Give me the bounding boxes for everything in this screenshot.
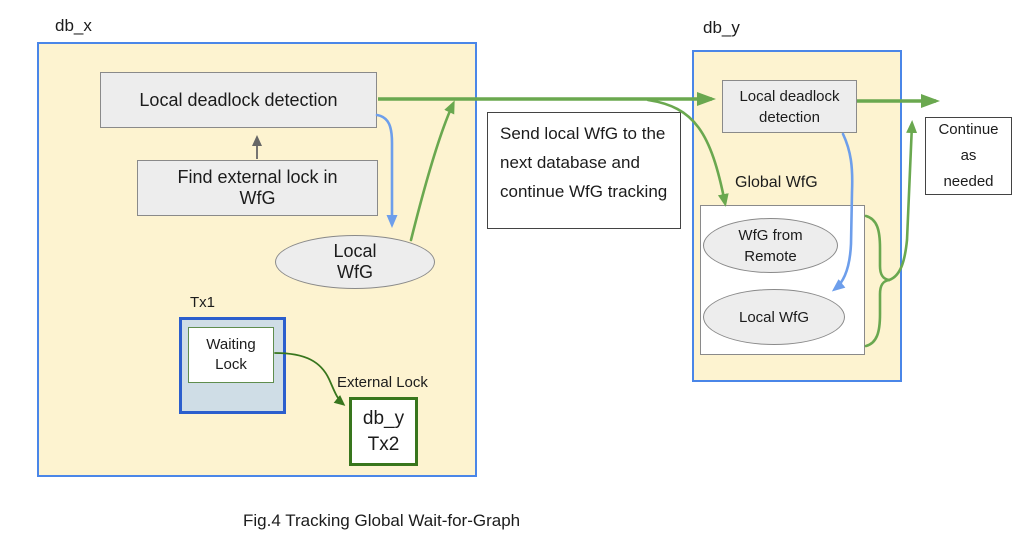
external-lock-target-label: db_y Tx2 (362, 407, 405, 455)
db-x-find-external-lock-node: Find external lock in WfG (137, 160, 378, 216)
external-lock-title: External Lock (337, 374, 428, 391)
db-x-title: db_x (55, 16, 92, 35)
waiting-lock-label: Waiting Lock (206, 335, 256, 373)
db-x-find-external-lock-label: Find external lock in WfG (177, 167, 338, 208)
continue-as-needed-text: Continue as needed (938, 121, 999, 190)
wfg-from-remote-label: WfG from Remote (738, 226, 803, 265)
external-lock-target-node: db_y Tx2 (349, 397, 418, 466)
db-x-local-wfg-label: Local WfG (333, 241, 377, 282)
db-y-local-wfg-ellipse: Local WfG (703, 289, 845, 345)
global-wfg-title: Global WfG (735, 174, 818, 191)
send-wfg-note-text: Send local WfG to the next database and … (500, 124, 668, 201)
wfg-from-remote-ellipse: WfG from Remote (703, 218, 838, 273)
db-y-local-wfg-label: Local WfG (738, 308, 810, 326)
db-x-local-deadlock-detection-node: Local deadlock detection (100, 72, 377, 128)
figure-caption: Fig.4 Tracking Global Wait-for-Graph (243, 511, 521, 530)
db-x-local-deadlock-detection-label: Local deadlock detection (139, 89, 338, 110)
continue-as-needed-note: Continue as needed (925, 117, 1012, 195)
db-y-local-deadlock-detection-node: Local deadlock detection (722, 80, 857, 133)
db-y-local-deadlock-detection-label: Local deadlock detection (739, 87, 840, 126)
db-x-local-wfg-ellipse: Local WfG (275, 235, 435, 289)
tx1-title: Tx1 (190, 294, 216, 311)
waiting-lock-node: Waiting Lock (188, 327, 274, 383)
send-wfg-note: Send local WfG to the next database and … (487, 112, 681, 229)
db-y-title: db_y (703, 18, 740, 37)
